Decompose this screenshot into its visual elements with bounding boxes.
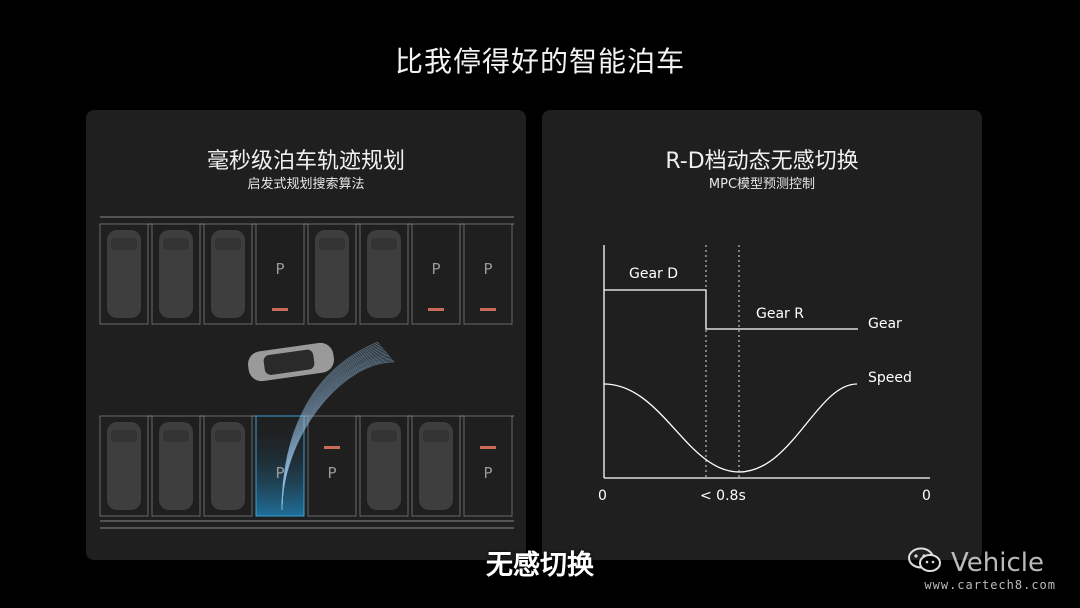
- car-windshield: [423, 430, 449, 442]
- parking-p-label: P: [431, 260, 440, 278]
- gear-speed-graph: Gear D Gear R Gear Speed 0 < 0.8s 0: [598, 245, 931, 504]
- watermark-site: www.cartech8.com: [924, 578, 1056, 592]
- watermark-brand: Vehicle: [951, 548, 1044, 578]
- page-title: 比我停得好的智能泊车: [394, 45, 685, 78]
- parking-slot: [151, 415, 201, 517]
- parking-p-label: P: [483, 464, 492, 482]
- slot-marker: [480, 308, 496, 311]
- parking-slot: [151, 223, 201, 325]
- parking-slot: [359, 223, 409, 325]
- parked-car: [315, 230, 349, 318]
- parking-p-label: P: [483, 260, 492, 278]
- car-windshield: [111, 238, 137, 250]
- parking-slot: [255, 223, 305, 325]
- parking-slot: [411, 223, 461, 325]
- trajectory-planning-panel: 毫秒级泊车轨迹规划 启发式规划搜索算法 P P P P P P: [86, 110, 526, 560]
- car-windshield: [371, 238, 397, 250]
- parking-slot: [99, 223, 149, 325]
- parking-p-label: P: [327, 464, 336, 482]
- x-origin-tick: 0: [598, 488, 607, 504]
- parking-slot: [463, 415, 513, 517]
- parked-car: [159, 230, 193, 318]
- car-windshield: [163, 430, 189, 442]
- slot-marker: [272, 308, 288, 311]
- gear-r-label: Gear R: [756, 306, 804, 322]
- parking-slot: [307, 223, 357, 325]
- car-windshield: [371, 430, 397, 442]
- parking-slot: [99, 415, 149, 517]
- parked-car: [211, 230, 245, 318]
- panel-title: R-D档动态无感切换: [665, 149, 859, 174]
- car-windshield: [215, 430, 241, 442]
- car-windshield: [163, 238, 189, 250]
- car-windshield: [111, 430, 137, 442]
- parking-slot: [203, 415, 253, 517]
- gear-switch-panel: R-D档动态无感切换 MPC模型预测控制 Gear D Gear R Gear …: [542, 110, 982, 560]
- parking-slot: [463, 223, 513, 325]
- slot-marker: [324, 446, 340, 449]
- x-end-tick: 0: [922, 488, 931, 504]
- gear-d-label: Gear D: [629, 266, 678, 282]
- parked-car: [107, 230, 141, 318]
- parked-car: [211, 422, 245, 510]
- panel-subtitle: MPC模型预测控制: [708, 177, 816, 192]
- car-windshield: [319, 238, 345, 250]
- parking-slot: [359, 415, 409, 517]
- speed-legend-label: Speed: [868, 370, 912, 386]
- parking-p-label: P: [275, 464, 284, 482]
- parked-car: [367, 422, 401, 510]
- parked-car: [159, 422, 193, 510]
- parking-slot: [307, 415, 357, 517]
- gear-series-line: [604, 289, 858, 330]
- trajectory-path: [281, 361, 395, 511]
- parking-slot: [203, 223, 253, 325]
- parking-lot-illustration: P P P P P P: [99, 216, 514, 529]
- ego-car-roof: [263, 349, 315, 375]
- panel-title: 毫秒级泊车轨迹规划: [206, 149, 405, 174]
- slot-marker: [428, 308, 444, 311]
- panel-subtitle: 启发式规划搜索算法: [247, 177, 365, 192]
- video-caption: 无感切换: [486, 550, 594, 581]
- wechat-icon: [908, 547, 941, 572]
- parking-slot: [411, 415, 461, 517]
- parking-p-label: P: [275, 260, 284, 278]
- slot-marker: [480, 446, 496, 449]
- speed-series-line: [603, 383, 858, 473]
- x-mid-tick: < 0.8s: [700, 488, 746, 504]
- parked-car: [419, 422, 453, 510]
- gear-legend-label: Gear: [868, 316, 902, 332]
- car-windshield: [215, 238, 241, 250]
- parked-car: [107, 422, 141, 510]
- parked-car: [367, 230, 401, 318]
